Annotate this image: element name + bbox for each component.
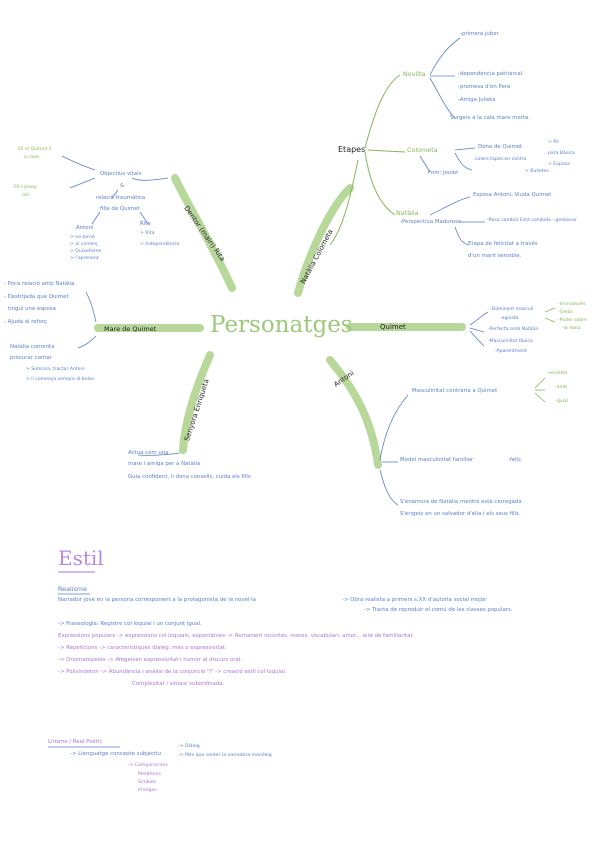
mare-note: Natàlia comenta [10, 344, 55, 350]
colometa-item: colors.tapes.en contra [475, 157, 527, 162]
natalia-item: Esposa Antoni, Viuda Quimet [473, 192, 552, 198]
branch-natalia-bar [294, 184, 354, 297]
natalia-item: -Rosa cambia [487, 218, 518, 223]
dentor-note: > l'aprenent [70, 256, 99, 261]
colometa-item: para Bàsica [548, 151, 575, 156]
stage-colometa: Colometa [407, 146, 438, 154]
dentor-note: > al comerç [70, 242, 98, 247]
mare-note: > Somrisa, tractar Antoni [26, 367, 85, 372]
estil-item: -> Fraseologia: Registre col·loquial i u… [58, 621, 202, 627]
branch-antoni-bar [326, 356, 382, 469]
branch-quimet-label: Quimet [380, 323, 406, 331]
mare-note: - Ajuda al reforç [4, 319, 47, 325]
antoni-note: -sensible [547, 371, 568, 376]
noviita-item: Surgeix a la cala mare morta. [450, 115, 530, 121]
antoni-note: Model masculinitat familiar [400, 457, 474, 463]
quimet-note: -la dona [562, 326, 581, 331]
dentor-note: Ell-i-Josep [14, 185, 37, 190]
noviita-item: -Amiga Julieta [458, 97, 496, 103]
quimet-note: -Immadurés [558, 302, 586, 307]
antoni-note: Masculinitat contrària a Quimet [412, 388, 498, 394]
lirisme-item: Símbols [138, 780, 157, 785]
estil-line: -> Tracta de reproduir el comú de les cl… [364, 607, 513, 613]
dentor-note: > Rita [140, 231, 155, 236]
natalia-item: Etapa de felicitat a través [468, 241, 538, 247]
antoni-note: -amb [555, 385, 567, 390]
natalia-item: Està cohibida - gestionar [520, 218, 578, 223]
dentor-note: olis [22, 193, 30, 198]
colometa-item: Dona de Quimet [478, 144, 523, 150]
quimet-note: -Gelós [558, 310, 573, 315]
dentor-note: > no tornà [70, 235, 95, 240]
noviita-item: -dependència patriarcal [458, 71, 523, 77]
noviita-item: -promesa d'en Pere [458, 84, 511, 90]
colometa-item: Fom: Joulet [428, 170, 459, 176]
antoni-note: -feliç [508, 457, 522, 463]
lirisme-item: -> Més que contar la narradora monòleg [178, 753, 272, 758]
mare-note: > li comença sempre al bolso [26, 377, 95, 382]
branch-dentor-bar [171, 174, 236, 292]
dentor-note: Ell el Quimet li [18, 147, 52, 152]
estil-title: Estil [58, 546, 104, 570]
senyora-note: Actua com una [128, 450, 169, 456]
branch-mare-label: Mare de Quimet [104, 325, 157, 333]
lirisme-title: Lirisme / Real Poètic [48, 739, 103, 745]
estil-item: Expressions populars -> expressions col·… [58, 633, 415, 639]
natalia-item: -Perspectiva Maduresa [400, 219, 462, 225]
dentor-note: Antoni [76, 225, 94, 231]
senyora-note: mare i amiga per a Natàlia [128, 461, 201, 467]
dentor-note: filla de Quimet [100, 206, 140, 212]
stage-noviita: Noviïta [403, 70, 426, 78]
quimet-note: -Aparentment [495, 349, 527, 354]
mare-note: procurar contar [10, 355, 52, 361]
estil-item: -> Polisíndeton -> Abundància i anàlisi … [58, 669, 287, 675]
estil-line: -> Obra realista a primers s.XX d'autori… [342, 597, 487, 603]
estil-item: Complexitat i sintaxi subordinada. [132, 681, 225, 687]
center-title: Personatges [210, 312, 353, 338]
colometa-item: > fill [548, 140, 559, 145]
mare-note: - Poca relació amb Natàlia [4, 281, 75, 287]
estil-subtitle: Realisme [58, 585, 88, 593]
mare-note: tingui una esposa [8, 306, 56, 312]
dentor-note: Objectius vitals [100, 171, 142, 177]
lirisme-item: -> Llenguatge concepte subjectiu [70, 751, 162, 757]
lirisme-item: -> Comparacions [128, 763, 168, 768]
dentor-note: > Independència [140, 242, 180, 247]
stage-natalia: Natàlia [396, 209, 419, 217]
lirisme-item: -> Diàleg [178, 744, 200, 749]
senyora-note: Guia confident, li dona consells, cuida … [128, 474, 251, 480]
mare-note: - Destitjada que Quimet [4, 294, 69, 300]
antoni-note: -igual [555, 399, 568, 404]
noviita-item: -primera jubor [460, 31, 499, 37]
dentor-note: relació traumàtica [96, 195, 146, 201]
antoni-note: S'enamora de Natàlia mentre està carrega… [400, 499, 522, 505]
dentor-note: Rita [140, 221, 151, 227]
estil-item: -> Onomatopeies -> Afegeixen expressivit… [58, 657, 242, 663]
quimet-note: -Poder sobre [558, 318, 587, 323]
quimet-note: -Masculinitat tòxica [488, 339, 533, 344]
dentor-note: > Quixotisme [70, 249, 102, 254]
quimet-note: -Dominant masculí [490, 307, 534, 312]
estil-item: -> Repeticions -> característiques diàle… [58, 645, 227, 651]
colometa-item: > Exposa [548, 162, 570, 167]
colometa-item: > Bulletes [525, 169, 549, 174]
quimet-note: -egoista [500, 316, 519, 321]
lirisme-item: Imatges [138, 788, 157, 793]
quimet-note: -Perfecta amb Natàlia [488, 327, 538, 332]
lirisme-item: Metàfores [138, 772, 161, 777]
etapes-label: Etapes [338, 145, 366, 154]
natalia-item: d'un marit sensible. [468, 253, 522, 259]
dentor-note: & [120, 183, 125, 189]
antoni-note: S'erigeix en un salvador d'ella i els se… [400, 511, 521, 517]
branch-senyora-bar [179, 351, 214, 454]
estil-line: Narrador jove en la persona corresponent… [58, 597, 256, 603]
dentor-note: a casa [24, 155, 39, 160]
